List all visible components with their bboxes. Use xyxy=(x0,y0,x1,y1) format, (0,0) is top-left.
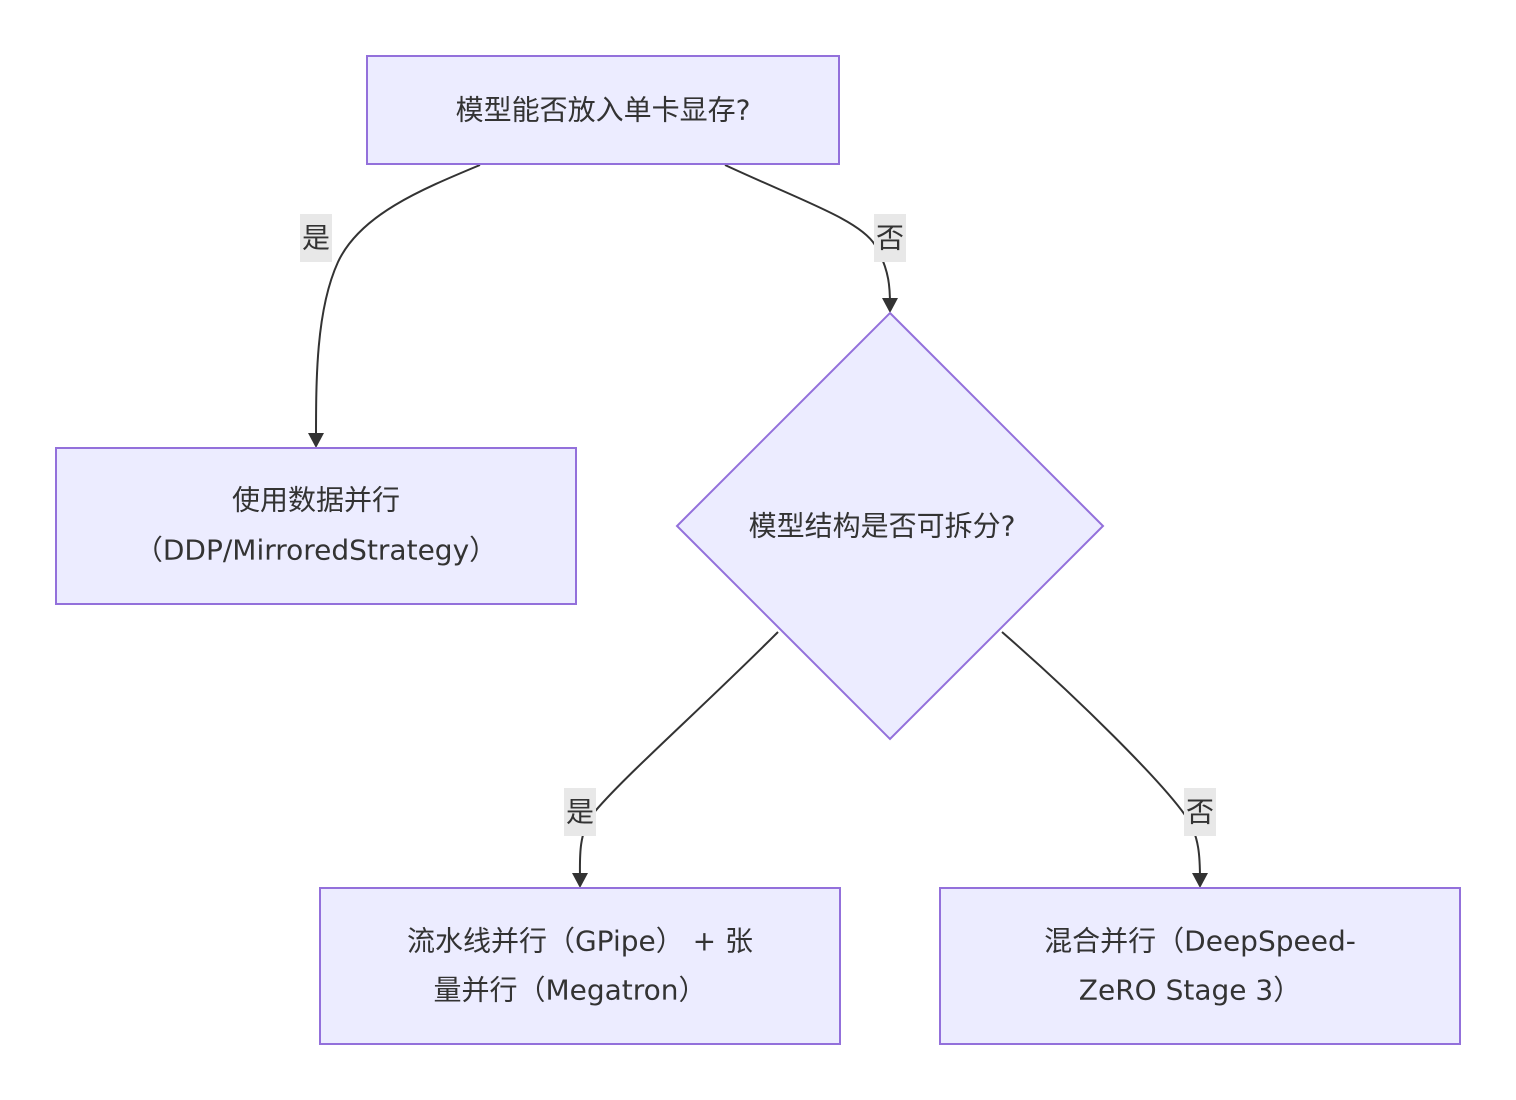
node-question-splittable: 模型结构是否可拆分? xyxy=(675,311,1105,741)
node-question-fits-single-gpu-box xyxy=(366,55,840,165)
edge-label-bg-q2-yes xyxy=(564,788,596,836)
node-hybrid-parallel-line1: 混合并行（DeepSpeed- xyxy=(1044,925,1356,958)
node-data-parallel-line2: （DDP/MirroredStrategy） xyxy=(135,534,497,567)
node-hybrid-parallel-box xyxy=(939,887,1461,1045)
edge-label-q2-no: 否 xyxy=(1186,796,1214,829)
arrowhead-q2-no xyxy=(1192,873,1208,888)
node-data-parallel-box xyxy=(55,447,577,605)
node-question-splittable-text: 模型结构是否可拆分? xyxy=(749,510,1016,543)
edge-label-q1-yes: 是 xyxy=(302,222,330,255)
edge-label-bg-q2-no xyxy=(1184,788,1216,836)
edge-q1-yes xyxy=(315,164,481,441)
node-hybrid-parallel: 混合并行（DeepSpeed- ZeRO Stage 3） xyxy=(939,887,1461,1045)
node-data-parallel: 使用数据并行 （DDP/MirroredStrategy） xyxy=(55,447,577,605)
edge-label-q1-no: 否 xyxy=(876,222,904,255)
edge-labels: 是 否 是 否 xyxy=(300,214,1216,836)
edge-q2-yes xyxy=(578,631,779,881)
edge-q1-no xyxy=(724,164,891,306)
arrowhead-q1-yes xyxy=(308,433,324,448)
edges xyxy=(308,164,1208,888)
arrowhead-q1-no xyxy=(882,298,898,313)
node-question-fits-single-gpu-text: 模型能否放入单卡显存? xyxy=(456,94,751,127)
node-pipeline-tensor-parallel-box xyxy=(319,887,841,1045)
edge-label-bg-q1-yes xyxy=(300,214,332,262)
edge-q2-no xyxy=(1001,631,1201,881)
node-pipeline-tensor-parallel: 流水线并行（GPipe） + 张 量并行（Megatron） xyxy=(319,887,841,1045)
node-question-splittable-diamond xyxy=(675,311,1105,741)
arrowhead-q2-yes xyxy=(572,873,588,888)
node-question-fits-single-gpu: 模型能否放入单卡显存? xyxy=(366,55,840,165)
node-pipeline-tensor-parallel-line2: 量并行（Megatron） xyxy=(433,974,706,1007)
node-data-parallel-line1: 使用数据并行 xyxy=(232,484,400,517)
edge-label-q2-yes: 是 xyxy=(566,796,594,829)
node-pipeline-tensor-parallel-line1: 流水线并行（GPipe） + 张 xyxy=(407,925,753,958)
node-hybrid-parallel-line2: ZeRO Stage 3） xyxy=(1079,974,1301,1007)
edge-label-bg-q1-no xyxy=(874,214,906,262)
